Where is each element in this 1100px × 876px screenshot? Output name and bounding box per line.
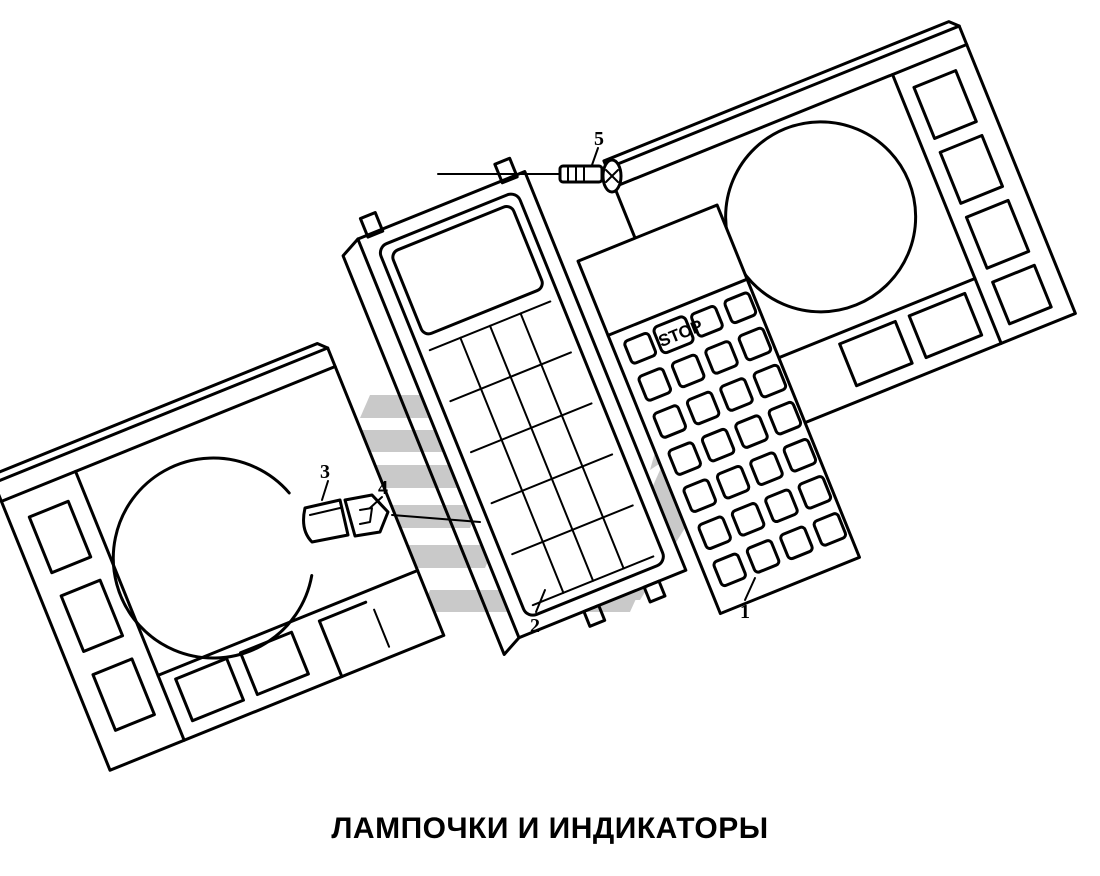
bulb-socket xyxy=(302,498,350,544)
callout-3: 3 xyxy=(320,461,330,483)
screw xyxy=(437,158,623,194)
stop-cell xyxy=(652,315,695,355)
callout-4: 4 xyxy=(378,477,388,499)
diagram-caption: ЛАМПОЧКИ И ИНДИКАТОРЫ xyxy=(331,812,769,845)
lens-cells xyxy=(623,291,848,588)
left-instrument-panel xyxy=(0,342,446,772)
leader-lines xyxy=(321,147,756,613)
indicator-housing xyxy=(341,156,688,656)
callout-1: 1 xyxy=(740,601,750,623)
indicator-lens: STOP xyxy=(576,203,861,616)
callout-5: 5 xyxy=(594,128,604,150)
bulb xyxy=(343,493,481,538)
callout-2: 2 xyxy=(530,615,540,637)
